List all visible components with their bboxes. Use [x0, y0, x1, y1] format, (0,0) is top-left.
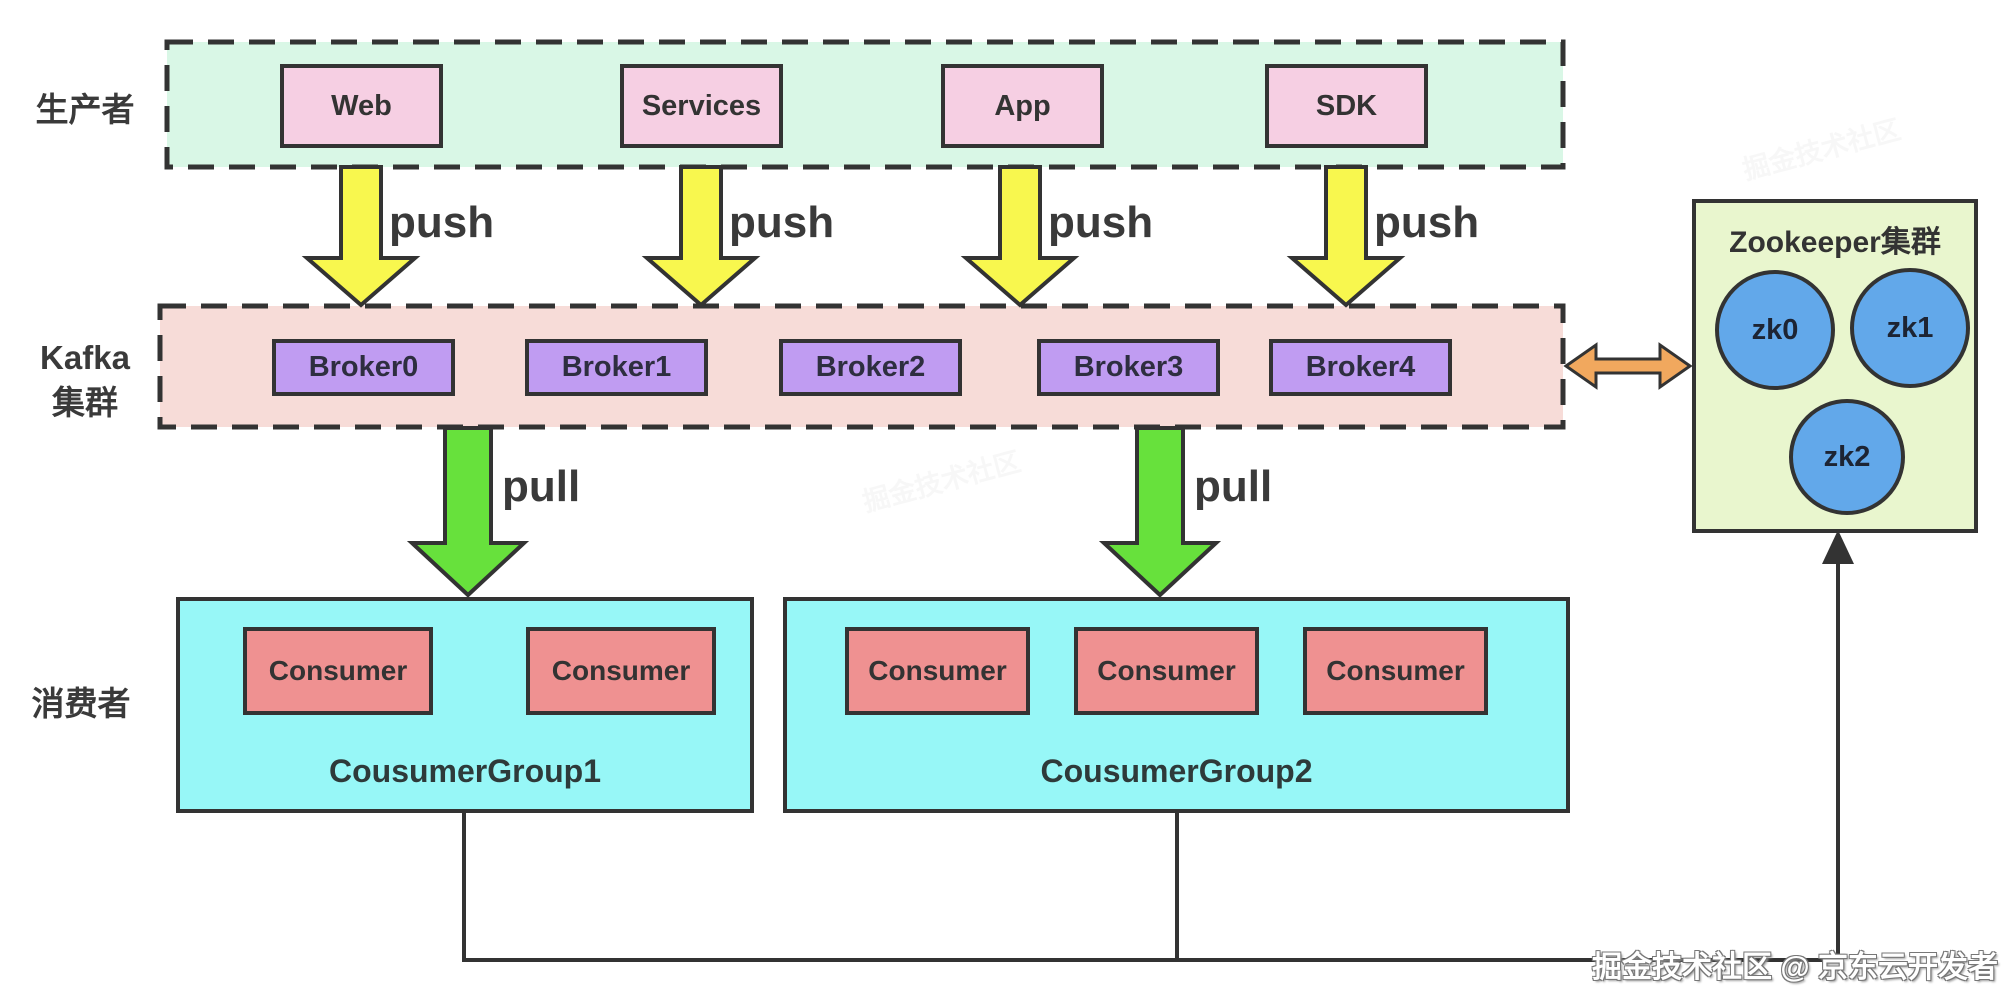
consumers-tier-label: 消费者 [31, 685, 131, 722]
broker-box-3: Broker3 [1037, 339, 1220, 396]
consumer-box: Consumer [526, 627, 716, 715]
up-arrowhead-icon [1822, 530, 1854, 564]
broker-box-0: Broker0 [272, 339, 455, 396]
zookeeper-node-zk2: zk2 [1789, 399, 1905, 515]
zookeeper-node-zk1: zk1 [1850, 268, 1970, 388]
pull-label: pull [1194, 462, 1273, 511]
credit-watermark: 掘金技术社区 @ 京东云开发者 [1592, 951, 1998, 984]
push-label: push [1048, 198, 1154, 247]
producers-tier-label: 生产者 [35, 91, 135, 128]
consumer-group-2-box: Consumer Consumer Consumer CousumerGroup… [783, 597, 1570, 813]
consumer-group-1-label: CousumerGroup1 [328, 753, 602, 789]
producer-box-app: App [941, 64, 1104, 148]
push-arrow-icon [301, 165, 421, 308]
consumer-to-zookeeper-line [462, 558, 1840, 962]
broker-box-2: Broker2 [779, 339, 962, 396]
pull-label: pull [502, 462, 581, 511]
push-arrow-icon [641, 165, 761, 308]
push-label: push [729, 198, 835, 247]
broker-box-4: Broker4 [1269, 339, 1452, 396]
zookeeper-node-zk0: zk0 [1715, 270, 1835, 390]
producer-box-services: Services [620, 64, 783, 148]
broker-box-1: Broker1 [525, 339, 708, 396]
consumer-box: Consumer [243, 627, 433, 715]
push-arrow-icon [1286, 165, 1406, 308]
sync-arrow-icon [1563, 342, 1693, 390]
producer-box-web: Web [280, 64, 443, 148]
kafka-tier-label: Kafka 集群 [40, 339, 130, 421]
consumer-box: Consumer [1303, 627, 1488, 715]
zookeeper-title: Zookeeper集群 [1729, 226, 1941, 259]
consumer-group-1-box: Consumer Consumer CousumerGroup1 [176, 597, 754, 813]
consumer-box: Consumer [845, 627, 1030, 715]
push-label: push [389, 198, 495, 247]
push-label: push [1374, 198, 1480, 247]
pull-arrow-icon [406, 426, 530, 598]
consumer-box: Consumer [1074, 627, 1259, 715]
pull-arrow-icon [1098, 426, 1222, 598]
producer-box-sdk: SDK [1265, 64, 1428, 148]
zookeeper-cluster-box: Zookeeper集群 zk0 zk1 zk2 [1692, 199, 1978, 533]
push-arrow-icon [960, 165, 1080, 308]
consumer-group-2-label: CousumerGroup2 [1040, 753, 1313, 789]
